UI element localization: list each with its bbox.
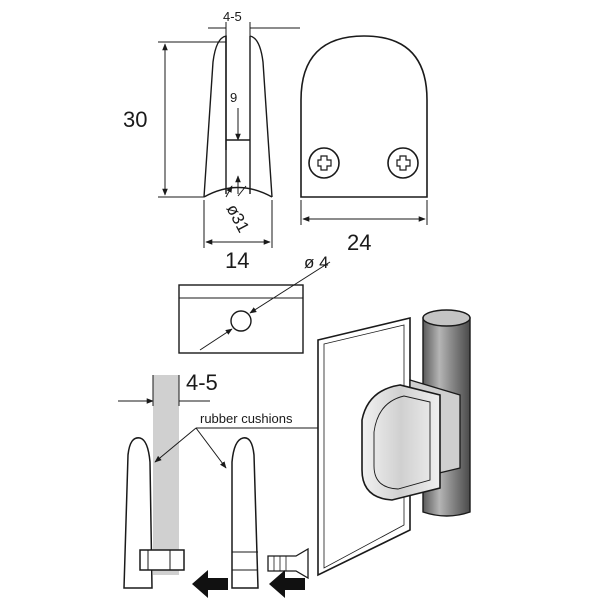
width-14-label: 14 [225,248,249,273]
bottom-view [178,261,331,354]
right-clamp-half [231,437,259,589]
glass-panel-strip [153,375,179,575]
phillips-screw-icon [387,147,419,179]
glass-thickness-label: 4-5 [186,370,218,395]
height-label: 30 [123,107,147,132]
push-arrow-icon [269,570,305,598]
push-arrow-icon [192,570,228,598]
isometric-assembly [317,309,471,577]
depth-label: 9 [230,90,237,105]
hole-diameter-label: ø 4 [304,253,329,272]
phillips-screw-icon [308,147,340,179]
clamp-face-iso [361,384,441,501]
diameter-31-label: ø31 [222,201,253,236]
width-24-label: 24 [347,230,371,255]
clamp-front-outline [300,35,428,198]
front-view [300,35,428,225]
installation-view [118,375,318,598]
rubber-cushions-label: rubber cushions [200,411,293,426]
slot-width-label: 4-5 [223,9,242,24]
countersunk-screw-icon [267,547,309,580]
side-profile-view [158,22,300,248]
